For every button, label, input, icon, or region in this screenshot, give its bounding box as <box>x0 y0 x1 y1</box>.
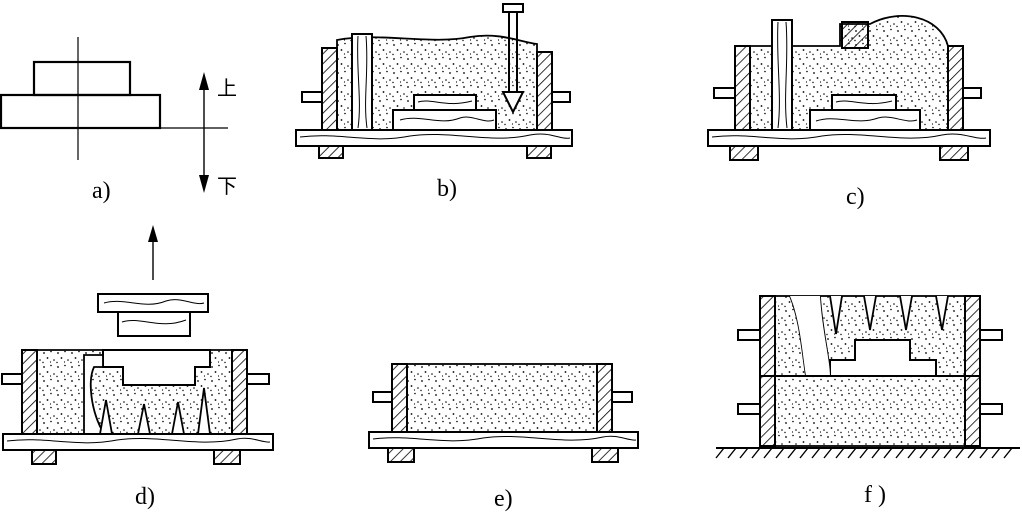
pattern-upper-step <box>34 62 130 95</box>
lower-flask-right-handle <box>980 404 1002 414</box>
molding-sand <box>407 364 597 432</box>
lifted-pattern-body <box>118 312 190 336</box>
flask-right-wall <box>597 364 612 432</box>
panel-a-label: a) <box>92 178 111 204</box>
down-direction-label: 下 <box>217 174 237 198</box>
flask-left-wall <box>22 350 37 434</box>
pattern-lower-step <box>1 95 160 128</box>
panel-c-label: c) <box>846 184 865 210</box>
flask-left-wall <box>392 364 407 432</box>
lower-molding-sand <box>775 376 965 446</box>
sprue-pin <box>352 34 372 130</box>
flask-left-wall <box>735 46 750 130</box>
panel-c: c) <box>708 16 990 210</box>
lower-flask-right-wall <box>965 376 980 446</box>
mold-board <box>296 130 572 146</box>
upper-flask-left-wall <box>760 296 775 376</box>
lower-flask-left-wall <box>760 376 775 446</box>
up-arrow-head <box>199 72 209 90</box>
down-arrow-head <box>199 175 209 193</box>
mold-board <box>3 434 273 450</box>
lift-arrow-head <box>148 225 158 242</box>
board-foot-left <box>32 450 56 464</box>
mold-board <box>369 432 638 448</box>
board-foot-right <box>592 448 618 462</box>
flask-right-handle <box>963 88 981 98</box>
panel-a: 上 下 a) <box>1 37 237 204</box>
flask-left-handle <box>2 374 22 384</box>
lower-flask-left-handle <box>738 404 760 414</box>
panel-b-label: b) <box>437 176 457 202</box>
panel-b: b) <box>296 4 572 202</box>
upper-flask-right-wall <box>965 296 980 376</box>
flask-left-handle <box>302 92 322 102</box>
flask-right-handle <box>612 392 632 402</box>
panel-d-label: d) <box>135 484 155 510</box>
board-foot-right <box>214 450 240 464</box>
up-direction-label: 上 <box>217 76 237 100</box>
upper-flask-right-handle <box>980 330 1002 340</box>
panel-e-label: e) <box>494 486 513 512</box>
lifted-pattern-top <box>98 294 208 312</box>
flask-right-handle <box>552 92 570 102</box>
panel-f: f ) <box>716 296 1020 508</box>
ground-hatching <box>716 448 1012 458</box>
panel-d: d) <box>2 225 273 510</box>
flask-right-wall <box>537 52 552 130</box>
flask-left-handle <box>373 392 392 402</box>
upper-flask-left-handle <box>738 330 760 340</box>
flask-right-wall <box>948 46 963 130</box>
rammer-head <box>503 4 523 12</box>
panel-f-label: f ) <box>864 482 886 508</box>
flask-left-wall <box>322 48 337 130</box>
flask-right-wall <box>232 350 247 434</box>
flask-right-handle <box>247 374 269 384</box>
panel-e: e) <box>369 364 638 512</box>
board-foot-left <box>730 146 758 160</box>
wood-block-top <box>842 22 868 48</box>
sprue-pin <box>772 20 792 130</box>
board-foot-left <box>319 146 343 158</box>
flask-left-handle <box>714 88 735 98</box>
board-foot-right <box>940 146 968 160</box>
board-foot-right <box>527 146 551 158</box>
mold-board <box>708 130 990 146</box>
board-foot-left <box>388 448 414 462</box>
